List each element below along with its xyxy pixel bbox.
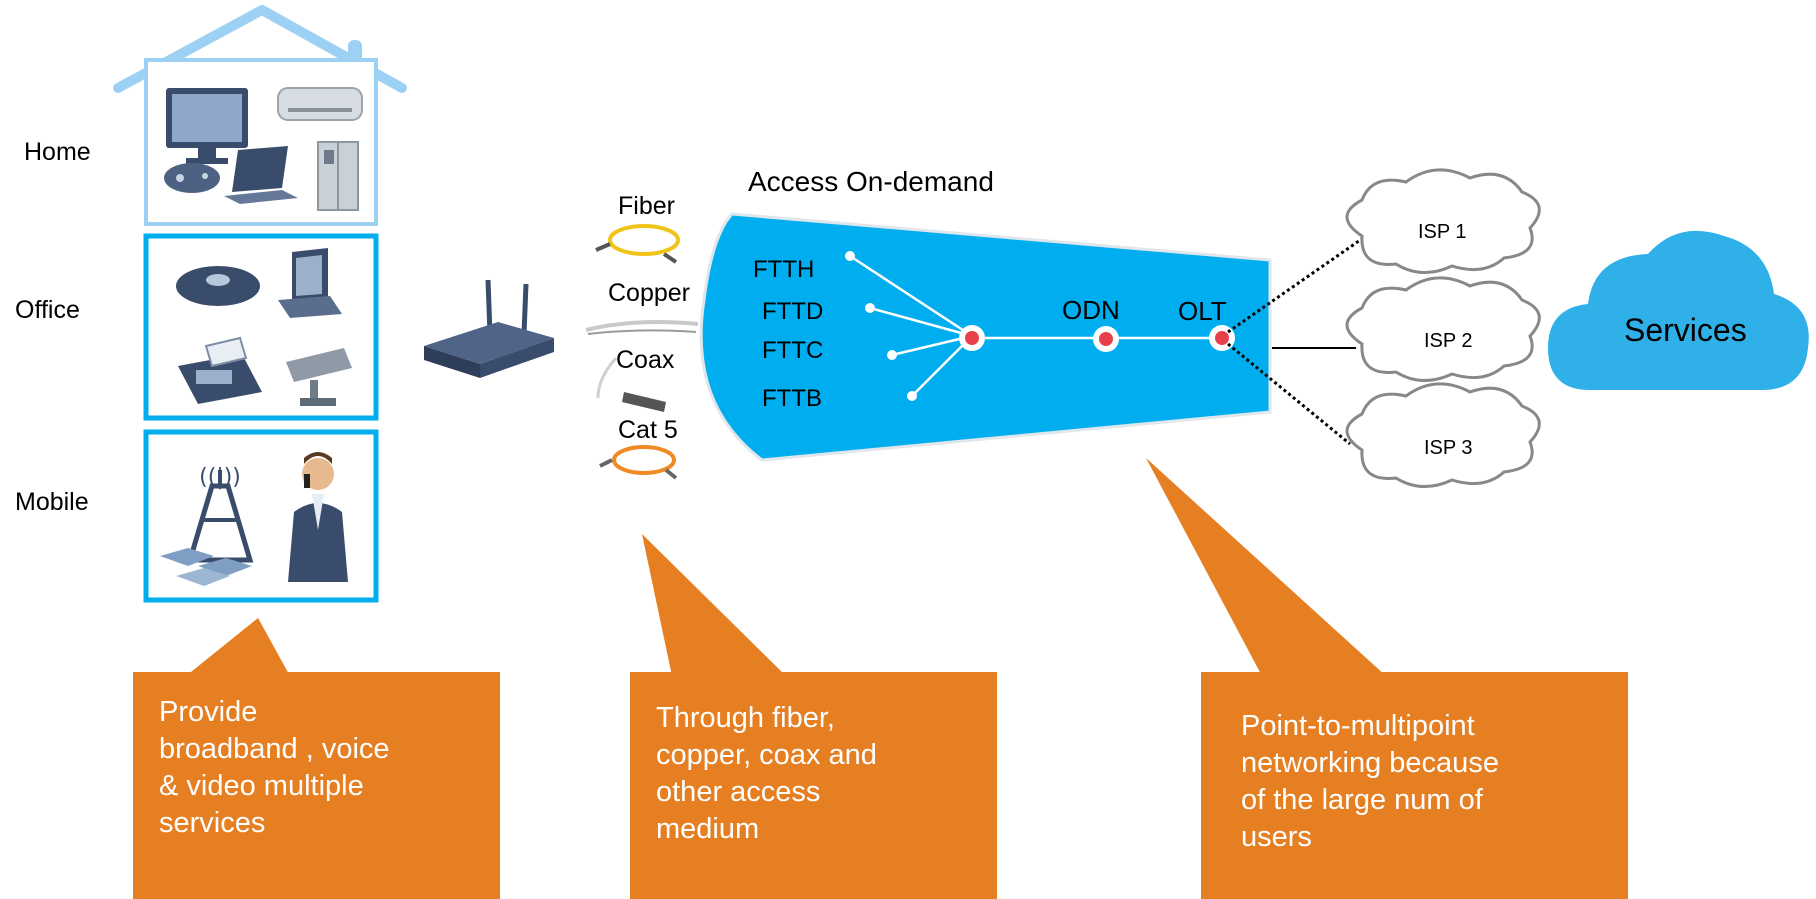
surveillance-camera-icon xyxy=(286,348,352,406)
isp2-cloud xyxy=(1345,276,1541,382)
pon-label-fttd: FTTD xyxy=(762,298,824,325)
isp-label: ISP 3 xyxy=(1424,437,1473,459)
callout-line: Through fiber, xyxy=(656,702,835,734)
cat5-cable-icon xyxy=(599,445,678,480)
copper-cable-icon xyxy=(585,320,699,335)
pon-label-fttb: FTTB xyxy=(762,385,822,412)
callout-line: & video multiple xyxy=(159,770,364,802)
callout-right-pointer xyxy=(1146,458,1386,676)
fax-machine-icon xyxy=(178,336,262,404)
pon-label-ftth: FTTH xyxy=(753,256,815,283)
odn-node xyxy=(1093,326,1119,352)
gamepad-icon xyxy=(164,163,220,193)
callout-point-to-multipoint: Point-to-multipoint networking because o… xyxy=(1201,672,1628,899)
callout-line: services xyxy=(159,807,266,839)
callout-middle-pointer xyxy=(642,534,786,676)
callout-line: networking because xyxy=(1241,747,1499,779)
pon-label-odn: ODN xyxy=(1062,295,1120,325)
fiber-cable-icon xyxy=(595,224,680,264)
refrigerator-icon xyxy=(317,141,359,211)
callout-line: users xyxy=(1241,821,1312,853)
splitter-node xyxy=(959,325,985,351)
isp1-cloud xyxy=(1345,168,1541,274)
link-isp3 xyxy=(1227,342,1351,446)
office-frame xyxy=(143,233,379,421)
services-cloud xyxy=(1548,230,1809,390)
cell-tower-icon: ((|)) xyxy=(160,465,254,586)
callout-access-medium: Through fiber, copper, coax and other ac… xyxy=(630,672,997,899)
pon-label-fttc: FTTC xyxy=(762,337,824,364)
category-label-office: Office xyxy=(15,296,80,324)
conference-phone-icon xyxy=(176,266,260,306)
fttd-branch xyxy=(865,303,973,338)
callout-line: of the large num of xyxy=(1241,784,1483,816)
callout-line: medium xyxy=(656,813,760,845)
access-title: Access On-demand xyxy=(748,166,994,197)
air-conditioner-icon xyxy=(277,87,363,121)
tv-icon xyxy=(166,88,248,164)
category-label-mobile: Mobile xyxy=(15,488,89,516)
person-on-phone-icon xyxy=(288,452,348,582)
isp-label: ISP 2 xyxy=(1424,330,1473,352)
svg-text:((|)): ((|)) xyxy=(199,465,241,490)
desktop-computer-icon xyxy=(278,248,342,318)
callout-line: broadband , voice xyxy=(159,733,390,765)
ftth-branch xyxy=(845,251,973,338)
callout-line: Point-to-multipoint xyxy=(1241,710,1475,742)
medium-label-coax: Coax xyxy=(616,346,675,374)
link-isp1 xyxy=(1227,234,1367,334)
callout-home-services: Provide broadband , voice & video multip… xyxy=(133,672,500,899)
callout-line: other access xyxy=(656,776,821,808)
isp-label: ISP 1 xyxy=(1418,221,1467,243)
pon-label-olt: OLT xyxy=(1178,296,1227,326)
coax-cable-icon xyxy=(596,356,666,412)
isp3-cloud xyxy=(1345,382,1541,488)
services-label: Services xyxy=(1624,312,1747,348)
callout-line: Provide xyxy=(159,696,258,728)
medium-label-copper: Copper xyxy=(608,279,690,307)
router-icon xyxy=(424,279,554,378)
category-label-home: Home xyxy=(24,138,91,166)
fttc-branch xyxy=(887,334,973,360)
medium-label-fiber: Fiber xyxy=(618,192,675,220)
callout-left-pointer xyxy=(186,618,290,676)
medium-label-cat5: Cat 5 xyxy=(618,416,678,444)
olt-node xyxy=(1209,325,1235,351)
callout-line: copper, coax and xyxy=(656,739,877,771)
laptop-icon xyxy=(224,146,298,204)
